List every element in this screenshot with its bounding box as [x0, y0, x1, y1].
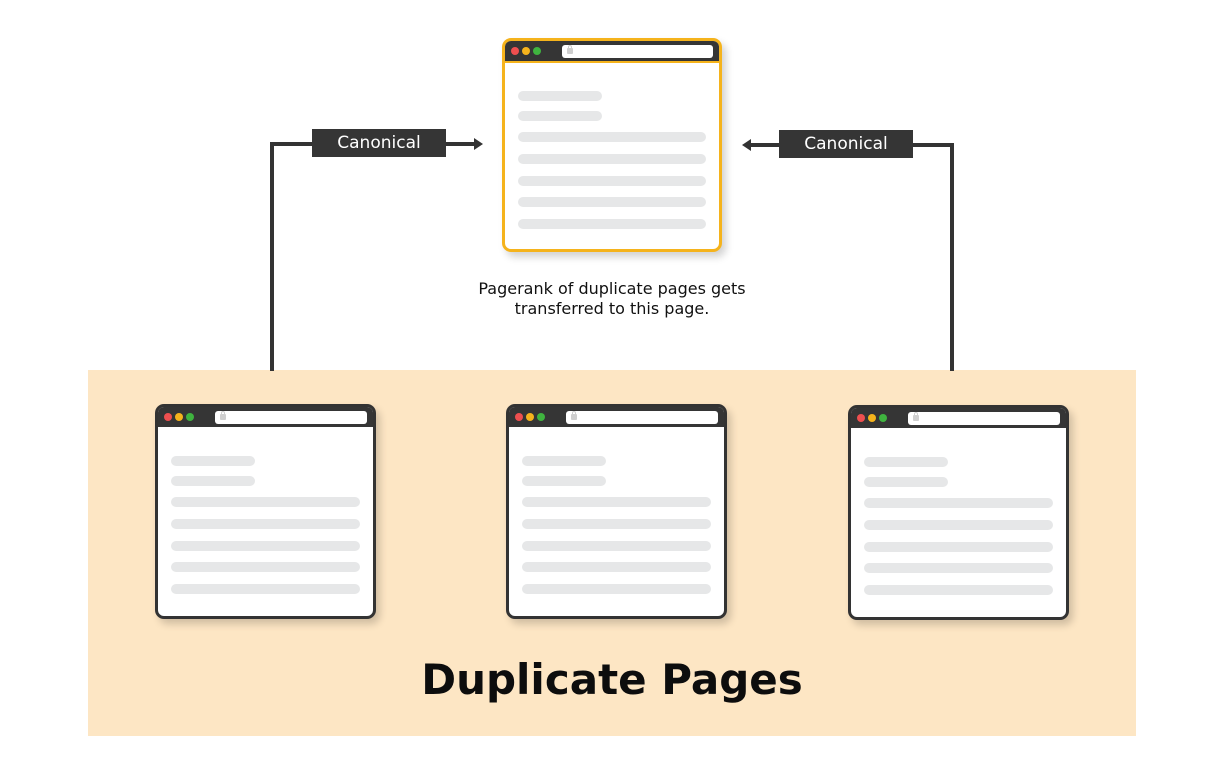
placeholder-line	[864, 563, 1053, 573]
lock-icon	[220, 411, 226, 420]
placeholder-line	[522, 541, 711, 551]
lock-icon	[571, 411, 577, 420]
left-connector-horizontal	[270, 142, 312, 146]
placeholder-line	[864, 498, 1053, 508]
placeholder-line	[171, 584, 360, 594]
placeholder-line	[522, 519, 711, 529]
placeholder-line	[518, 176, 706, 186]
caption-line-2: transferred to this page.	[514, 299, 710, 318]
placeholder-line	[864, 542, 1053, 552]
minimize-dot-icon	[868, 414, 876, 422]
close-dot-icon	[515, 413, 523, 421]
placeholder-line	[522, 562, 711, 572]
duplicate-pages-title: Duplicate Pages	[421, 655, 803, 704]
close-dot-icon	[857, 414, 865, 422]
maximize-dot-icon	[186, 413, 194, 421]
placeholder-line	[522, 456, 606, 466]
minimize-dot-icon	[526, 413, 534, 421]
placeholder-line	[864, 457, 948, 467]
placeholder-line	[171, 476, 255, 486]
browser-titlebar	[509, 407, 724, 427]
address-bar	[908, 412, 1060, 425]
browser-titlebar	[505, 41, 719, 63]
placeholder-line	[522, 476, 606, 486]
placeholder-line	[522, 584, 711, 594]
placeholder-line	[171, 519, 360, 529]
address-bar	[215, 411, 367, 424]
maximize-dot-icon	[537, 413, 545, 421]
placeholder-line	[518, 219, 706, 229]
placeholder-line	[171, 562, 360, 572]
browser-titlebar	[158, 407, 373, 427]
minimize-dot-icon	[522, 47, 530, 55]
placeholder-line	[518, 91, 602, 101]
placeholder-line	[518, 132, 706, 142]
placeholder-line	[518, 197, 706, 207]
placeholder-line	[171, 541, 360, 551]
duplicate-page-window-1	[155, 404, 376, 619]
browser-titlebar	[851, 408, 1066, 428]
maximize-dot-icon	[879, 414, 887, 422]
placeholder-line	[518, 111, 602, 121]
lock-icon	[913, 412, 919, 421]
canonical-label-right: Canonical	[779, 130, 913, 158]
canonical-label-left: Canonical	[312, 129, 446, 157]
right-connector-to-arrow	[750, 143, 780, 147]
duplicate-page-window-2	[506, 404, 727, 619]
canonical-page-window	[502, 38, 722, 252]
left-connector-to-arrow	[445, 142, 475, 146]
arrow-right-icon	[474, 138, 483, 150]
left-connector-vertical	[270, 142, 274, 371]
close-dot-icon	[511, 47, 519, 55]
placeholder-line	[864, 520, 1053, 530]
placeholder-line	[522, 497, 711, 507]
right-connector-horizontal	[913, 143, 954, 147]
maximize-dot-icon	[533, 47, 541, 55]
placeholder-line	[864, 585, 1053, 595]
caption-line-1: Pagerank of duplicate pages gets	[478, 279, 746, 298]
address-bar	[562, 45, 713, 58]
minimize-dot-icon	[175, 413, 183, 421]
close-dot-icon	[164, 413, 172, 421]
placeholder-line	[171, 497, 360, 507]
placeholder-line	[518, 154, 706, 164]
arrow-left-icon	[742, 139, 751, 151]
address-bar	[566, 411, 718, 424]
duplicate-page-window-3	[848, 405, 1069, 620]
placeholder-line	[171, 456, 255, 466]
right-connector-vertical	[950, 143, 954, 371]
canonical-caption: Pagerank of duplicate pages gets transfe…	[412, 279, 812, 319]
placeholder-line	[864, 477, 948, 487]
lock-icon	[567, 45, 573, 54]
